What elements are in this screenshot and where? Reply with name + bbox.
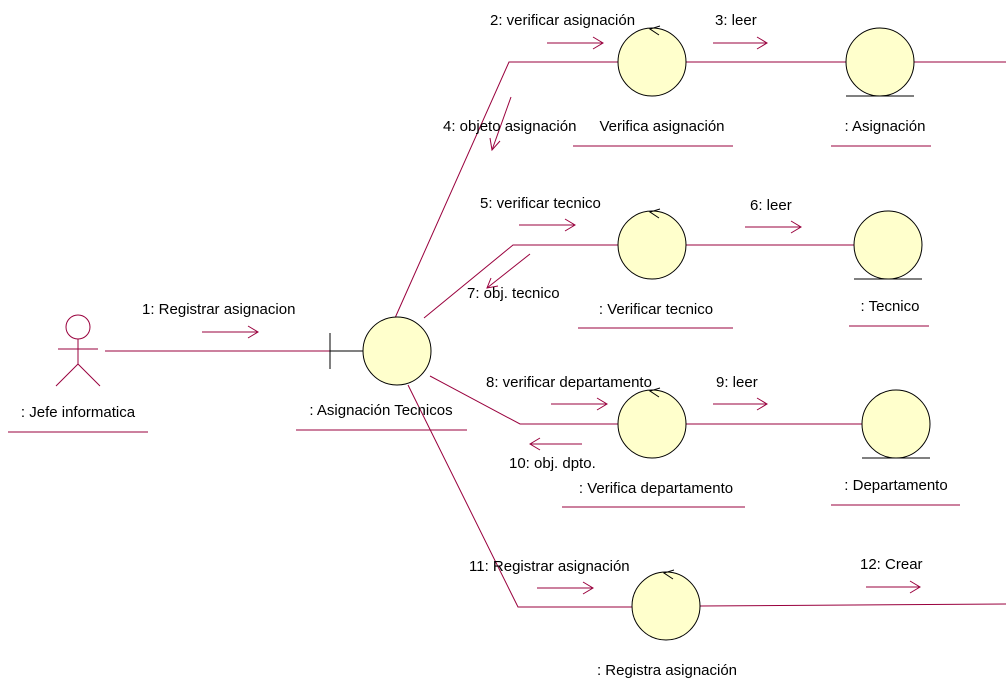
control-label: : Verifica departamento: [579, 480, 733, 497]
entity-asignacion[interactable]: : Asignación: [831, 27, 931, 147]
control-circle-icon: [617, 210, 687, 280]
entity-departamento[interactable]: : Departamento: [831, 389, 960, 506]
entity-label: : Tecnico: [861, 298, 920, 315]
actor-label: : Jefe informatica: [21, 404, 136, 421]
entity-circle-icon: [861, 389, 931, 459]
message-label-4: 4: objeto asignación: [443, 118, 576, 135]
message-labels: 1: Registrar asignacion 2: verificar asi…: [142, 12, 923, 575]
arrow-m6: [745, 220, 802, 234]
control-registra-asignacion[interactable]: : Registra asignación: [597, 569, 737, 679]
control-label: : Registra asignación: [597, 662, 737, 679]
control-verifica-departamento[interactable]: : Verifica departamento: [562, 387, 745, 508]
arrow-m12: [866, 580, 921, 594]
message-label-11: 11: Registrar asignación: [469, 558, 630, 575]
control-arrowhead-icon: [662, 569, 675, 580]
control-arrowhead-icon: [648, 25, 661, 36]
actor-jefe-informatica[interactable]: : Jefe informatica: [8, 314, 148, 433]
control-arrowhead-icon: [648, 387, 661, 398]
message-label-1: 1: Registrar asignacion: [142, 301, 295, 318]
control-circle-icon: [617, 389, 687, 459]
control-verifica-asignacion[interactable]: Verifica asignación: [573, 25, 733, 147]
entity-label: : Asignación: [845, 118, 926, 135]
arrow-m1: [202, 325, 259, 339]
message-label-6: 6: leer: [750, 197, 792, 214]
arrow-m7: [486, 253, 531, 289]
message-label-8: 8: verificar departamento: [486, 374, 652, 391]
entity-label: : Departamento: [844, 477, 947, 494]
control-circle-icon: [631, 571, 701, 641]
arrow-m2: [547, 36, 604, 50]
message-arrows: [202, 36, 921, 595]
boundary-label: : Asignación Tecnicos: [309, 402, 452, 419]
message-label-3: 3: leer: [715, 12, 757, 29]
control-verificar-tecnico[interactable]: : Verificar tecnico: [578, 208, 733, 329]
control-label: Verifica asignación: [599, 118, 724, 135]
arrow-m10: [529, 437, 582, 451]
message-label-12: 12: Crear: [860, 556, 923, 573]
boundary-circle-icon: [362, 316, 432, 386]
link-boundary-registra-asignacion: [407, 384, 632, 608]
message-label-7: 7: obj. tecnico: [467, 285, 560, 302]
message-label-2: 2: verificar asignación: [490, 12, 635, 29]
message-label-10: 10: obj. dpto.: [509, 455, 596, 472]
arrow-m4: [489, 96, 512, 152]
message-label-9: 9: leer: [716, 374, 758, 391]
entity-tecnico[interactable]: : Tecnico: [849, 210, 929, 327]
control-arrowhead-icon: [648, 208, 661, 219]
boundary-asignacion-tecnicos[interactable]: : Asignación Tecnicos: [296, 316, 467, 431]
message-label-5: 5: verificar tecnico: [480, 195, 601, 212]
link-boundary-verificar-tecnico: [423, 244, 618, 319]
link-registra-asignacion-offscreen: [699, 603, 1006, 607]
entity-circle-icon: [845, 27, 915, 97]
arrow-m11: [537, 581, 594, 595]
control-label: : Verificar tecnico: [599, 301, 713, 318]
actor-figure-icon: [55, 314, 101, 387]
entity-circle-icon: [853, 210, 923, 280]
link-boundary-verifica-asignacion: [394, 61, 618, 319]
control-circle-icon: [617, 27, 687, 97]
arrow-m9: [713, 397, 768, 411]
links: [105, 61, 1006, 608]
arrow-m5: [519, 218, 576, 232]
link-boundary-verifica-departamento: [429, 375, 618, 425]
arrow-m8: [551, 397, 608, 411]
arrow-m3: [713, 36, 768, 50]
